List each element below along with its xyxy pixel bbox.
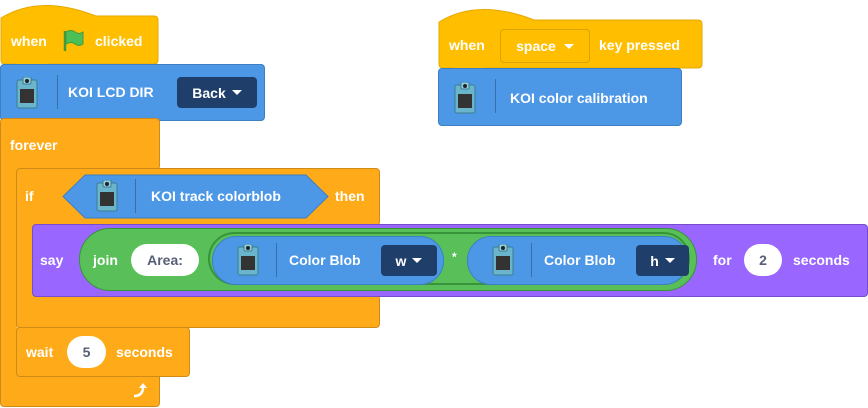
color-blob-label: Color Blob (544, 252, 616, 268)
koi-lcd-dir-block[interactable]: KOI LCD DIR Back (0, 64, 265, 121)
lcd-dir-value: Back (192, 84, 226, 101)
hexagon-shape (62, 174, 329, 219)
for-label: for (713, 252, 732, 268)
when-flag-clicked-block[interactable]: when clicked (0, 0, 160, 70)
blob-property-value: h (650, 252, 659, 269)
if-arm (16, 215, 33, 315)
chevron-down-icon (231, 90, 242, 95)
say-seconds-value: 2 (759, 252, 767, 268)
lcd-dir-dropdown[interactable]: Back (177, 77, 257, 108)
separator (531, 243, 532, 277)
seconds-label: seconds (793, 252, 850, 268)
key-pressed-label: key pressed (599, 37, 680, 53)
color-blob-label: Color Blob (289, 252, 361, 268)
when-label: when (449, 37, 485, 53)
if-label: if (25, 188, 34, 204)
koi-track-colorblob-condition[interactable]: KOI track colorblob (62, 174, 330, 219)
multiply-sign: * (452, 250, 457, 264)
wait-label: wait (26, 344, 54, 360)
seconds-label: seconds (116, 344, 173, 360)
key-dropdown[interactable]: space (500, 29, 590, 63)
loop-arrow-icon (133, 383, 147, 398)
koi-camera-icon (16, 76, 38, 109)
join-text-value: Area: (147, 252, 183, 268)
separator (276, 243, 277, 277)
when-key-pressed-block[interactable]: when space key pressed (438, 0, 704, 72)
when-label: when (11, 33, 47, 49)
clicked-label: clicked (95, 33, 143, 49)
green-flag-icon (63, 30, 84, 51)
koi-camera-icon (96, 179, 118, 212)
separator (495, 79, 496, 113)
join-label: join (93, 252, 118, 268)
koi-color-calibration-block[interactable]: KOI color calibration (438, 68, 682, 126)
koi-camera-icon (454, 81, 476, 114)
forever-label: forever (10, 137, 58, 153)
join-text-input[interactable]: Area: (131, 244, 199, 276)
blob-property-dropdown[interactable]: h (636, 245, 689, 276)
blob-property-value: w (395, 252, 407, 269)
forever-arm (0, 160, 17, 355)
wait-seconds-value: 5 (82, 344, 91, 360)
separator (57, 75, 58, 109)
separator (135, 179, 136, 213)
condition-label: KOI track colorblob (151, 188, 281, 204)
then-label: then (335, 188, 365, 204)
wait-seconds-input[interactable]: 5 (67, 336, 106, 368)
koi-camera-icon (237, 243, 259, 276)
color-calibration-label: KOI color calibration (510, 90, 648, 106)
say-seconds-input[interactable]: 2 (744, 244, 782, 276)
color-blob-h-reporter[interactable]: Color Blob h (467, 236, 689, 285)
chevron-down-icon (412, 258, 423, 263)
say-label: say (40, 252, 64, 268)
chevron-down-icon (563, 43, 574, 49)
if-bottom (16, 295, 380, 328)
color-blob-w-reporter[interactable]: Color Blob w (212, 236, 444, 285)
key-value: space (516, 38, 556, 54)
chevron-down-icon (664, 258, 675, 263)
koi-camera-icon (492, 243, 514, 276)
koi-lcd-dir-label: KOI LCD DIR (68, 84, 154, 100)
blob-property-dropdown[interactable]: w (381, 245, 437, 276)
